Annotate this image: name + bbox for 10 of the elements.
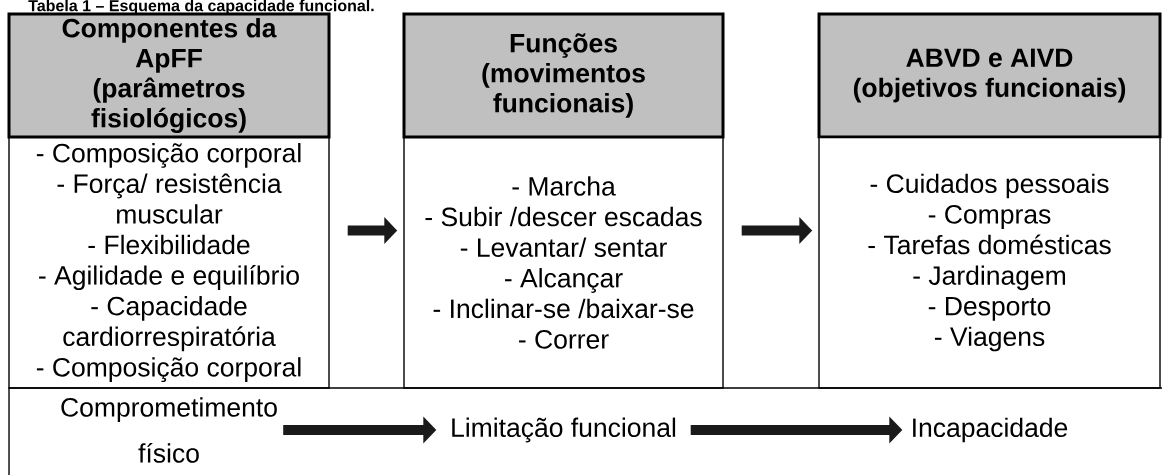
list-box: - Cuidados pessoais - Compras - Tarefas domésticas - Jardinagem - Desporto - Viagens xyxy=(818,136,1161,389)
list-box: - Marcha - Subir /descer escadas - Levantar/ sentar - Alcançar - Inclinar-se /baixar-se - Correr xyxy=(403,136,724,389)
header-box: ABVD e AIVD (objetivos funcionais) xyxy=(817,12,1162,139)
header-box: Funções (movimentos funcionais) xyxy=(402,12,725,139)
cell-text: Limitação funcional xyxy=(452,417,676,443)
header-box: Componentes da ApFF (parâmetros fisiológicos) xyxy=(7,12,331,139)
title: Tabela 1 – Esquema da capacidade funcional. xyxy=(28,0,374,15)
cell-text: Incapacidade xyxy=(913,417,1068,443)
list-box: - Composição corporal - Força/ resistência muscular - Flexibilidade - Agilidade e equilíbrio - Capacidade cardiorrespiratória - Composição corporal xyxy=(8,136,330,389)
cell-text: Comprometimento físico xyxy=(61,397,277,463)
